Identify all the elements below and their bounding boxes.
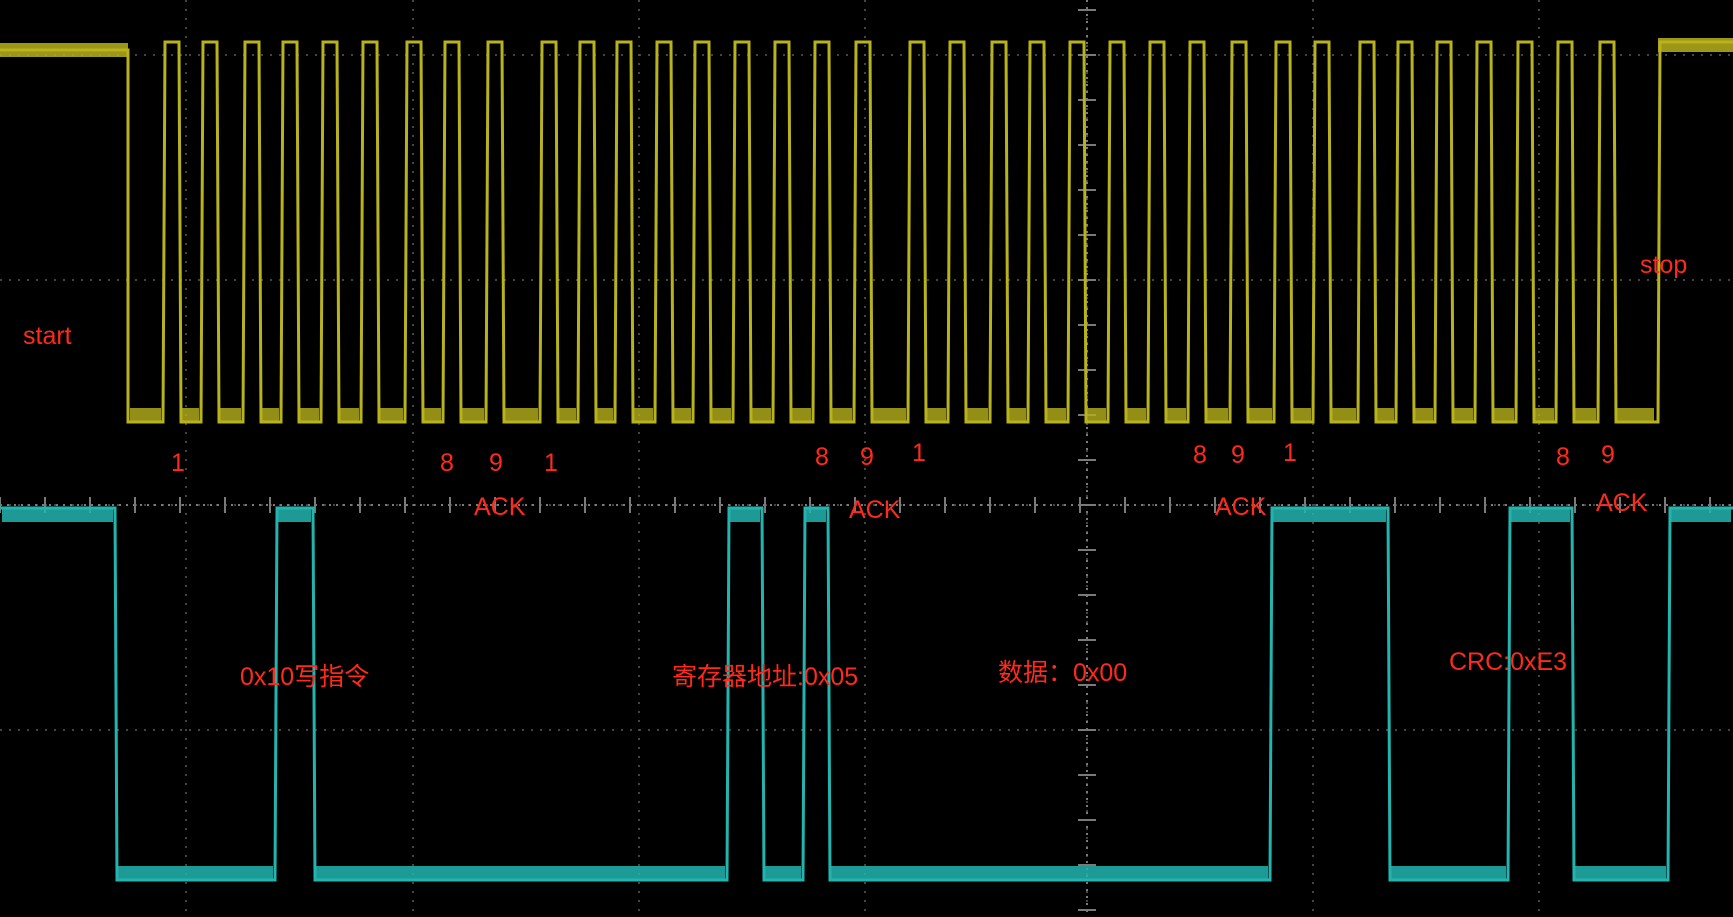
frame3-bit8-label: 8 bbox=[1193, 441, 1207, 469]
scl-low-band bbox=[261, 408, 279, 422]
scl-low-band bbox=[1248, 408, 1272, 422]
scl-low-band bbox=[504, 408, 538, 422]
sda-data-trace bbox=[0, 506, 1733, 882]
byte2-register-address-label: 寄存器地址:0x05 bbox=[672, 663, 859, 691]
start-label: start bbox=[23, 322, 72, 350]
frame1-ack-label: ACK bbox=[474, 493, 526, 521]
sda-low-band bbox=[1390, 866, 1506, 880]
scl-low-band bbox=[966, 408, 988, 422]
scl-low-band bbox=[1126, 408, 1146, 422]
frame4-bit8-label: 8 bbox=[1556, 443, 1570, 471]
scl-low-band bbox=[1206, 408, 1228, 422]
scl-low-band bbox=[1534, 408, 1554, 422]
sda-high-band bbox=[2, 508, 113, 522]
scl-low-band bbox=[1453, 408, 1473, 422]
sda-data-waveform bbox=[0, 506, 1733, 882]
scl-low-band bbox=[379, 408, 403, 422]
scl-low-band bbox=[872, 408, 906, 422]
scl-low-band bbox=[1292, 408, 1311, 422]
scl-low-band bbox=[673, 408, 691, 422]
scl-low-band bbox=[1493, 408, 1514, 422]
byte3-data-label: 数据：0x00 bbox=[998, 659, 1128, 687]
scl-stop-high-band bbox=[1658, 38, 1733, 52]
sda-low-band bbox=[830, 866, 1268, 880]
frame3-bit1-label: 1 bbox=[912, 439, 926, 467]
scl-clock-trace bbox=[0, 38, 1733, 424]
scl-low-band bbox=[299, 408, 319, 422]
sda-high-band bbox=[1510, 508, 1570, 522]
frame2-ack-label: ACK bbox=[849, 496, 901, 524]
scl-low-band bbox=[711, 408, 731, 422]
scl-low-band bbox=[423, 408, 441, 422]
sda-high-band bbox=[1670, 508, 1731, 522]
scl-low-band bbox=[1331, 408, 1356, 422]
sda-high-band bbox=[729, 508, 760, 522]
sda-high-band bbox=[805, 508, 826, 522]
frame1-bit9-label: 9 bbox=[489, 449, 503, 477]
stop-label: stop bbox=[1640, 251, 1688, 279]
frame1-bit1-label: 1 bbox=[171, 449, 185, 477]
sda-low-band bbox=[315, 866, 725, 880]
sda-high-band bbox=[277, 508, 311, 522]
scl-low-band bbox=[461, 408, 484, 422]
sda-low-band bbox=[117, 866, 273, 880]
byte4-crc-label: CRC:0xE3 bbox=[1449, 648, 1568, 676]
frame2-bit1-label: 1 bbox=[544, 449, 558, 477]
sda-high-band bbox=[1272, 508, 1386, 522]
scl-low-band bbox=[1376, 408, 1394, 422]
frame3-bit9-label: 9 bbox=[1231, 441, 1245, 469]
scl-low-band bbox=[1046, 408, 1066, 422]
scl-low-band bbox=[1574, 408, 1596, 422]
scl-low-band bbox=[1166, 408, 1186, 422]
frame2-bit8-label: 8 bbox=[815, 443, 829, 471]
sda-low-band bbox=[1574, 866, 1666, 880]
frame1-bit8-label: 8 bbox=[440, 449, 454, 477]
sda-low-band bbox=[764, 866, 801, 880]
scl-low-band bbox=[1414, 408, 1433, 422]
scl-low-band bbox=[791, 408, 811, 422]
frame3-ack-label: ACK bbox=[1215, 493, 1267, 521]
scl-low-band bbox=[1008, 408, 1026, 422]
scl-low-band bbox=[831, 408, 852, 422]
byte1-write-command-label: 0x10写指令 bbox=[240, 663, 370, 691]
scl-low-band bbox=[219, 408, 241, 422]
scl-low-band bbox=[1086, 408, 1106, 422]
scl-low-band bbox=[339, 408, 359, 422]
scl-idle-high-band bbox=[0, 43, 128, 57]
frame4-ack-label: ACK bbox=[1596, 489, 1648, 517]
scl-clock-waveform bbox=[0, 40, 1733, 424]
scl-low-band bbox=[633, 408, 653, 422]
frame4-bit1-label: 1 bbox=[1283, 439, 1297, 467]
frame4-bit9-label: 9 bbox=[1601, 441, 1615, 469]
scl-low-band bbox=[751, 408, 771, 422]
scl-low-band bbox=[181, 408, 199, 422]
scl-low-band bbox=[130, 408, 161, 422]
frame2-bit9-label: 9 bbox=[860, 443, 874, 471]
scl-low-band bbox=[1616, 408, 1654, 422]
scl-low-band bbox=[926, 408, 946, 422]
scl-low-band bbox=[596, 408, 613, 422]
scl-low-band bbox=[558, 408, 576, 422]
